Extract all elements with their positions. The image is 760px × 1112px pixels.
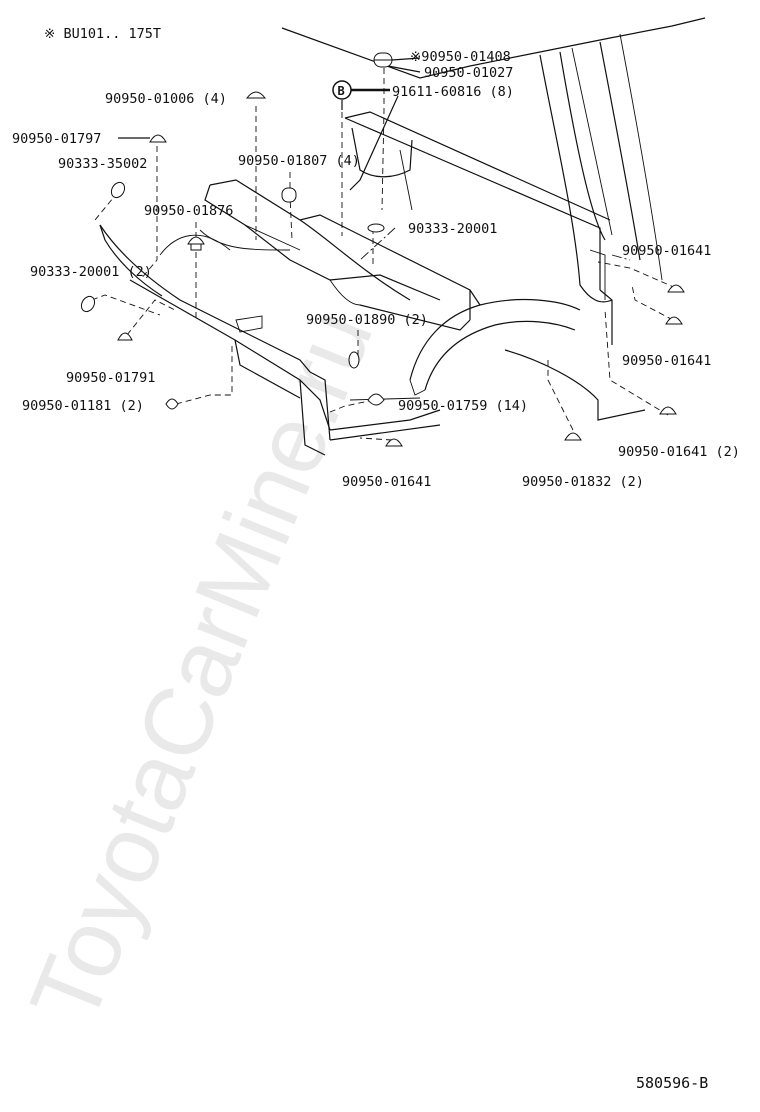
clip-icon — [281, 187, 297, 203]
clip-icon — [385, 438, 403, 447]
callout-letter: B — [338, 84, 345, 98]
part-label: 90950-01832 (2) — [522, 474, 644, 490]
part-label: 90950-01641 (2) — [618, 444, 740, 460]
fastener-symbols — [80, 52, 685, 447]
part-label: 90950-01027 — [424, 65, 513, 81]
part-label: 90950-01641 — [342, 474, 431, 490]
part-label: 90950-01181 (2) — [22, 398, 144, 414]
clip-icon — [149, 134, 167, 143]
part-label: 90950-01876 — [144, 203, 233, 219]
clip-icon — [665, 316, 683, 325]
part-label: 90950-01797 — [12, 131, 101, 147]
part-label: 90333-20001 (2) — [30, 264, 152, 280]
plug-icon — [367, 223, 385, 233]
part-label: 90333-20001 — [408, 221, 497, 237]
clip-icon — [187, 236, 205, 251]
callout-b: B — [332, 80, 352, 100]
plug-icon — [348, 351, 360, 369]
part-label: 90950-01641 — [622, 243, 711, 259]
part-label: 90950-01759 (14) — [398, 398, 528, 414]
clip-icon — [245, 91, 267, 99]
clip-icon — [659, 406, 677, 415]
clip-icon — [165, 398, 179, 410]
figure-code: 580596-B — [636, 1074, 708, 1092]
part-label: 90950-01006 (4) — [105, 91, 227, 107]
clip-icon — [117, 332, 133, 341]
part-label: 90950-01641 — [622, 353, 711, 369]
clip-icon — [564, 432, 582, 441]
part-label: 91611-60816 (8) — [392, 84, 514, 100]
part-label: 90333-35002 — [58, 156, 147, 172]
clip-icon — [373, 52, 393, 68]
clip-icon — [667, 284, 685, 293]
part-label: 90950-01791 — [66, 370, 155, 386]
part-label: 90950-01807 (4) — [238, 153, 360, 169]
header-note: ※ BU101.. 175T — [44, 26, 161, 42]
leader-lines — [91, 57, 677, 441]
plug-icon — [80, 295, 96, 313]
part-label: 90950-01890 (2) — [306, 312, 428, 328]
vehicle-floor-drawing — [99, 17, 706, 456]
plug-icon — [110, 181, 126, 199]
part-labels: ※90950-01408 90950-01027 91611-60816 (8)… — [12, 49, 740, 490]
clip-icon — [367, 393, 385, 406]
part-label: ※90950-01408 — [410, 49, 511, 65]
